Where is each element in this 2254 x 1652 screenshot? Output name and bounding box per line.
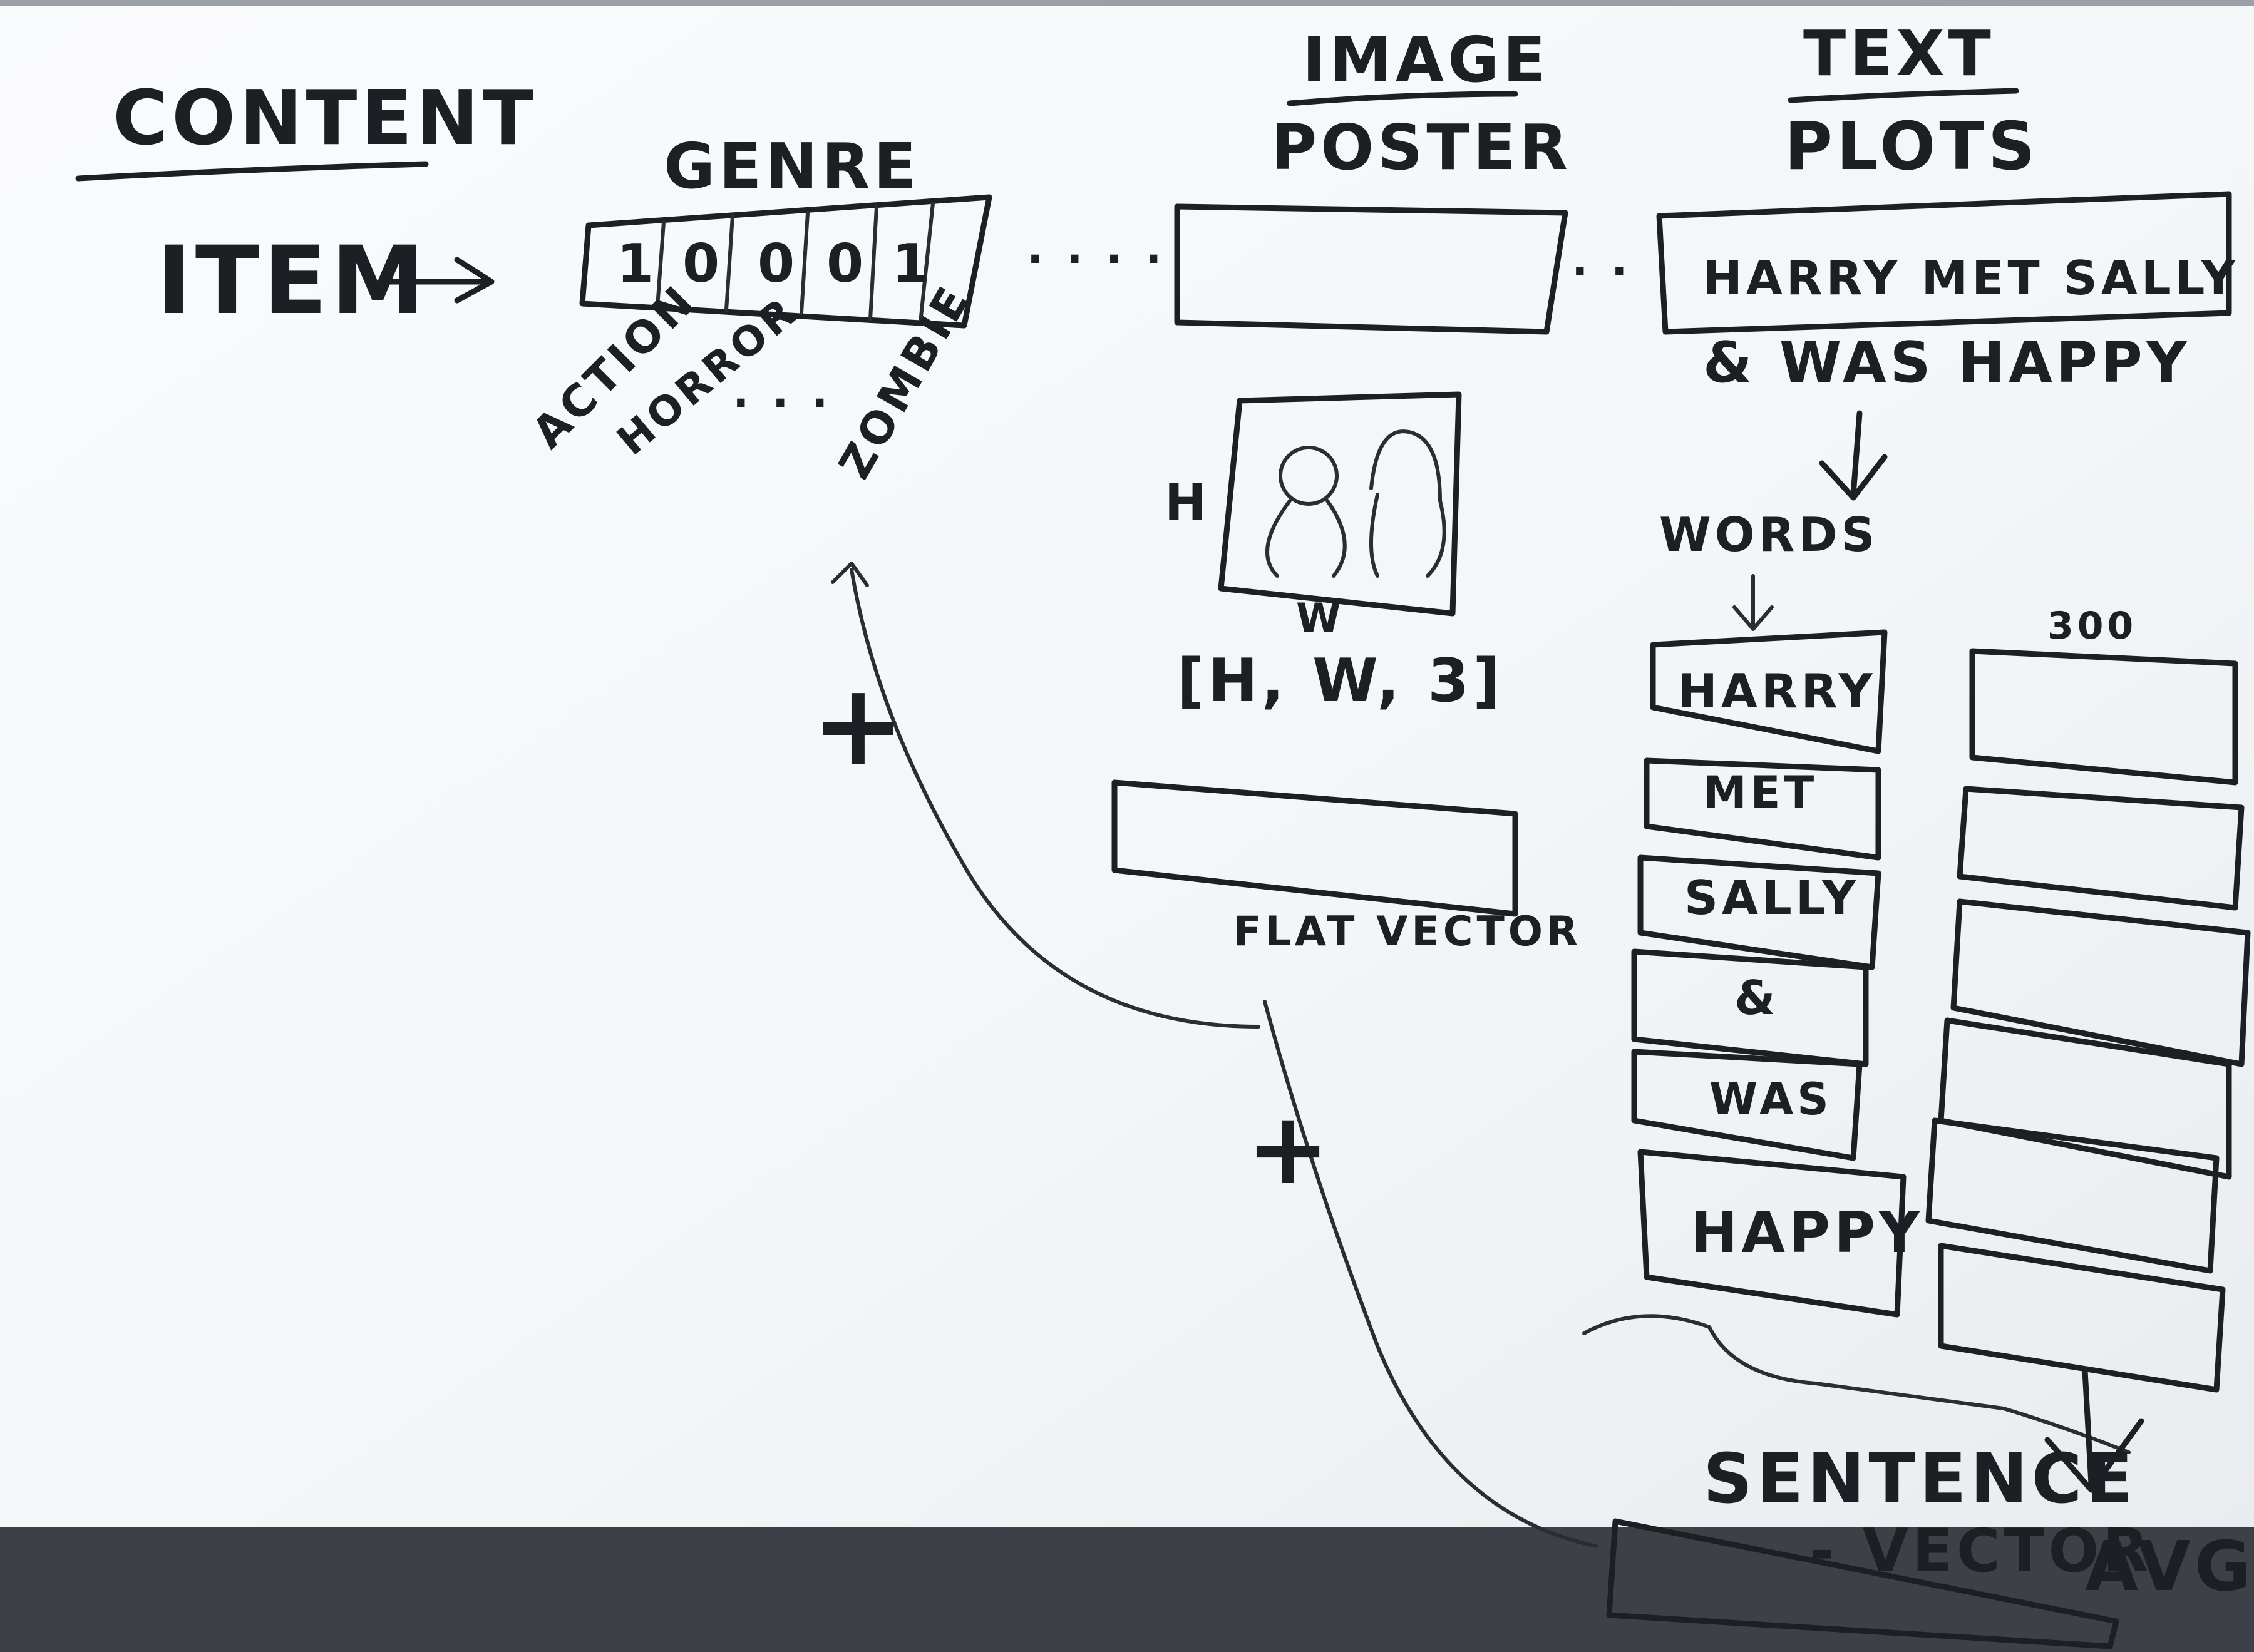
poster-drawing (1218, 391, 1462, 617)
genre-vector: 1 0 0 0 1 (579, 194, 992, 329)
word-box (1631, 1049, 1863, 1161)
words-brace (1582, 1314, 2131, 1454)
poster-height-label: H (1165, 473, 1210, 531)
plot-line-2: & WAS HAPPY (1703, 330, 2191, 396)
flat-vector-box (1111, 779, 1518, 917)
separator-dots-2: . . (1572, 235, 1632, 286)
plot-line-1: HARRY MET SALLY (1703, 250, 2239, 305)
text-subtitle: PLOTS (1784, 108, 2039, 185)
genre-title: GENRE (664, 130, 920, 203)
avg-arrow (2044, 1368, 2144, 1493)
genre-cell-2: 0 (758, 233, 798, 295)
combine-arrow-from-sentence (1263, 1000, 1598, 1548)
combine-arrow-to-genre (850, 568, 1260, 1029)
image-underline (1287, 91, 1518, 106)
content-heading: CONTENT (113, 75, 538, 162)
combine-arrowhead (831, 562, 869, 587)
item-arrow (385, 257, 495, 304)
embedding-column (1925, 648, 2251, 1393)
word-item-0: HARRY (1678, 664, 1876, 719)
genre-cell-3: 0 (826, 233, 867, 295)
plot-down-arrow (1819, 410, 1888, 501)
words-label: WORDS (1659, 507, 1879, 562)
poster-width-label: W (1296, 595, 1345, 642)
content-underline (75, 161, 429, 182)
genre-cell-1: 0 (682, 233, 723, 295)
poster-vector-box (1174, 203, 1568, 335)
sentence-label: SENTENCE (1703, 1439, 2137, 1519)
word-box (1644, 757, 1881, 861)
word-box (1637, 1149, 1907, 1318)
text-title: TEXT (1803, 17, 1995, 90)
genre-label-ellipsis: . . . (733, 366, 832, 418)
word-item-4: WAS (1709, 1074, 1833, 1125)
image-subtitle: POSTER (1271, 111, 1572, 184)
flat-vector-label: FLAT VECTOR (1233, 908, 1582, 955)
word-box (1650, 629, 1888, 754)
whiteboard-frame-top (0, 0, 2254, 6)
poster-shape-label: [H, W, 3] (1177, 647, 1504, 716)
text-underline (1788, 88, 2019, 103)
word-box (1637, 854, 1881, 970)
word-item-1: MET (1703, 767, 1818, 818)
genre-cell-0: 1 (617, 233, 657, 295)
embedding-dim-label: 300 (2047, 604, 2137, 648)
image-title: IMAGE (1302, 23, 1550, 96)
plus-sign-2: + (1246, 1090, 1334, 1207)
word-box (1631, 948, 1869, 1067)
plot-box (1656, 191, 2232, 335)
plus-sign-1: + (811, 660, 909, 791)
separator-dots-1: . . . . (1027, 222, 1165, 274)
avg-label: AVG (2085, 1526, 2254, 1606)
sentence-vector-box (1606, 1518, 2119, 1649)
word-list: HARRY MET SALLY & WAS HAPPY (1631, 629, 1923, 1318)
word-item-3: & (1734, 970, 1779, 1025)
words-down-arrow (1732, 574, 1774, 631)
word-item-2: SALLY (1684, 870, 1860, 925)
genre-cell-4: 1 (892, 233, 933, 295)
vector-label: - VECTOR (1809, 1517, 2152, 1586)
word-item-5: HAPPY (1690, 1200, 1923, 1266)
item-label: ITEM (157, 227, 428, 336)
